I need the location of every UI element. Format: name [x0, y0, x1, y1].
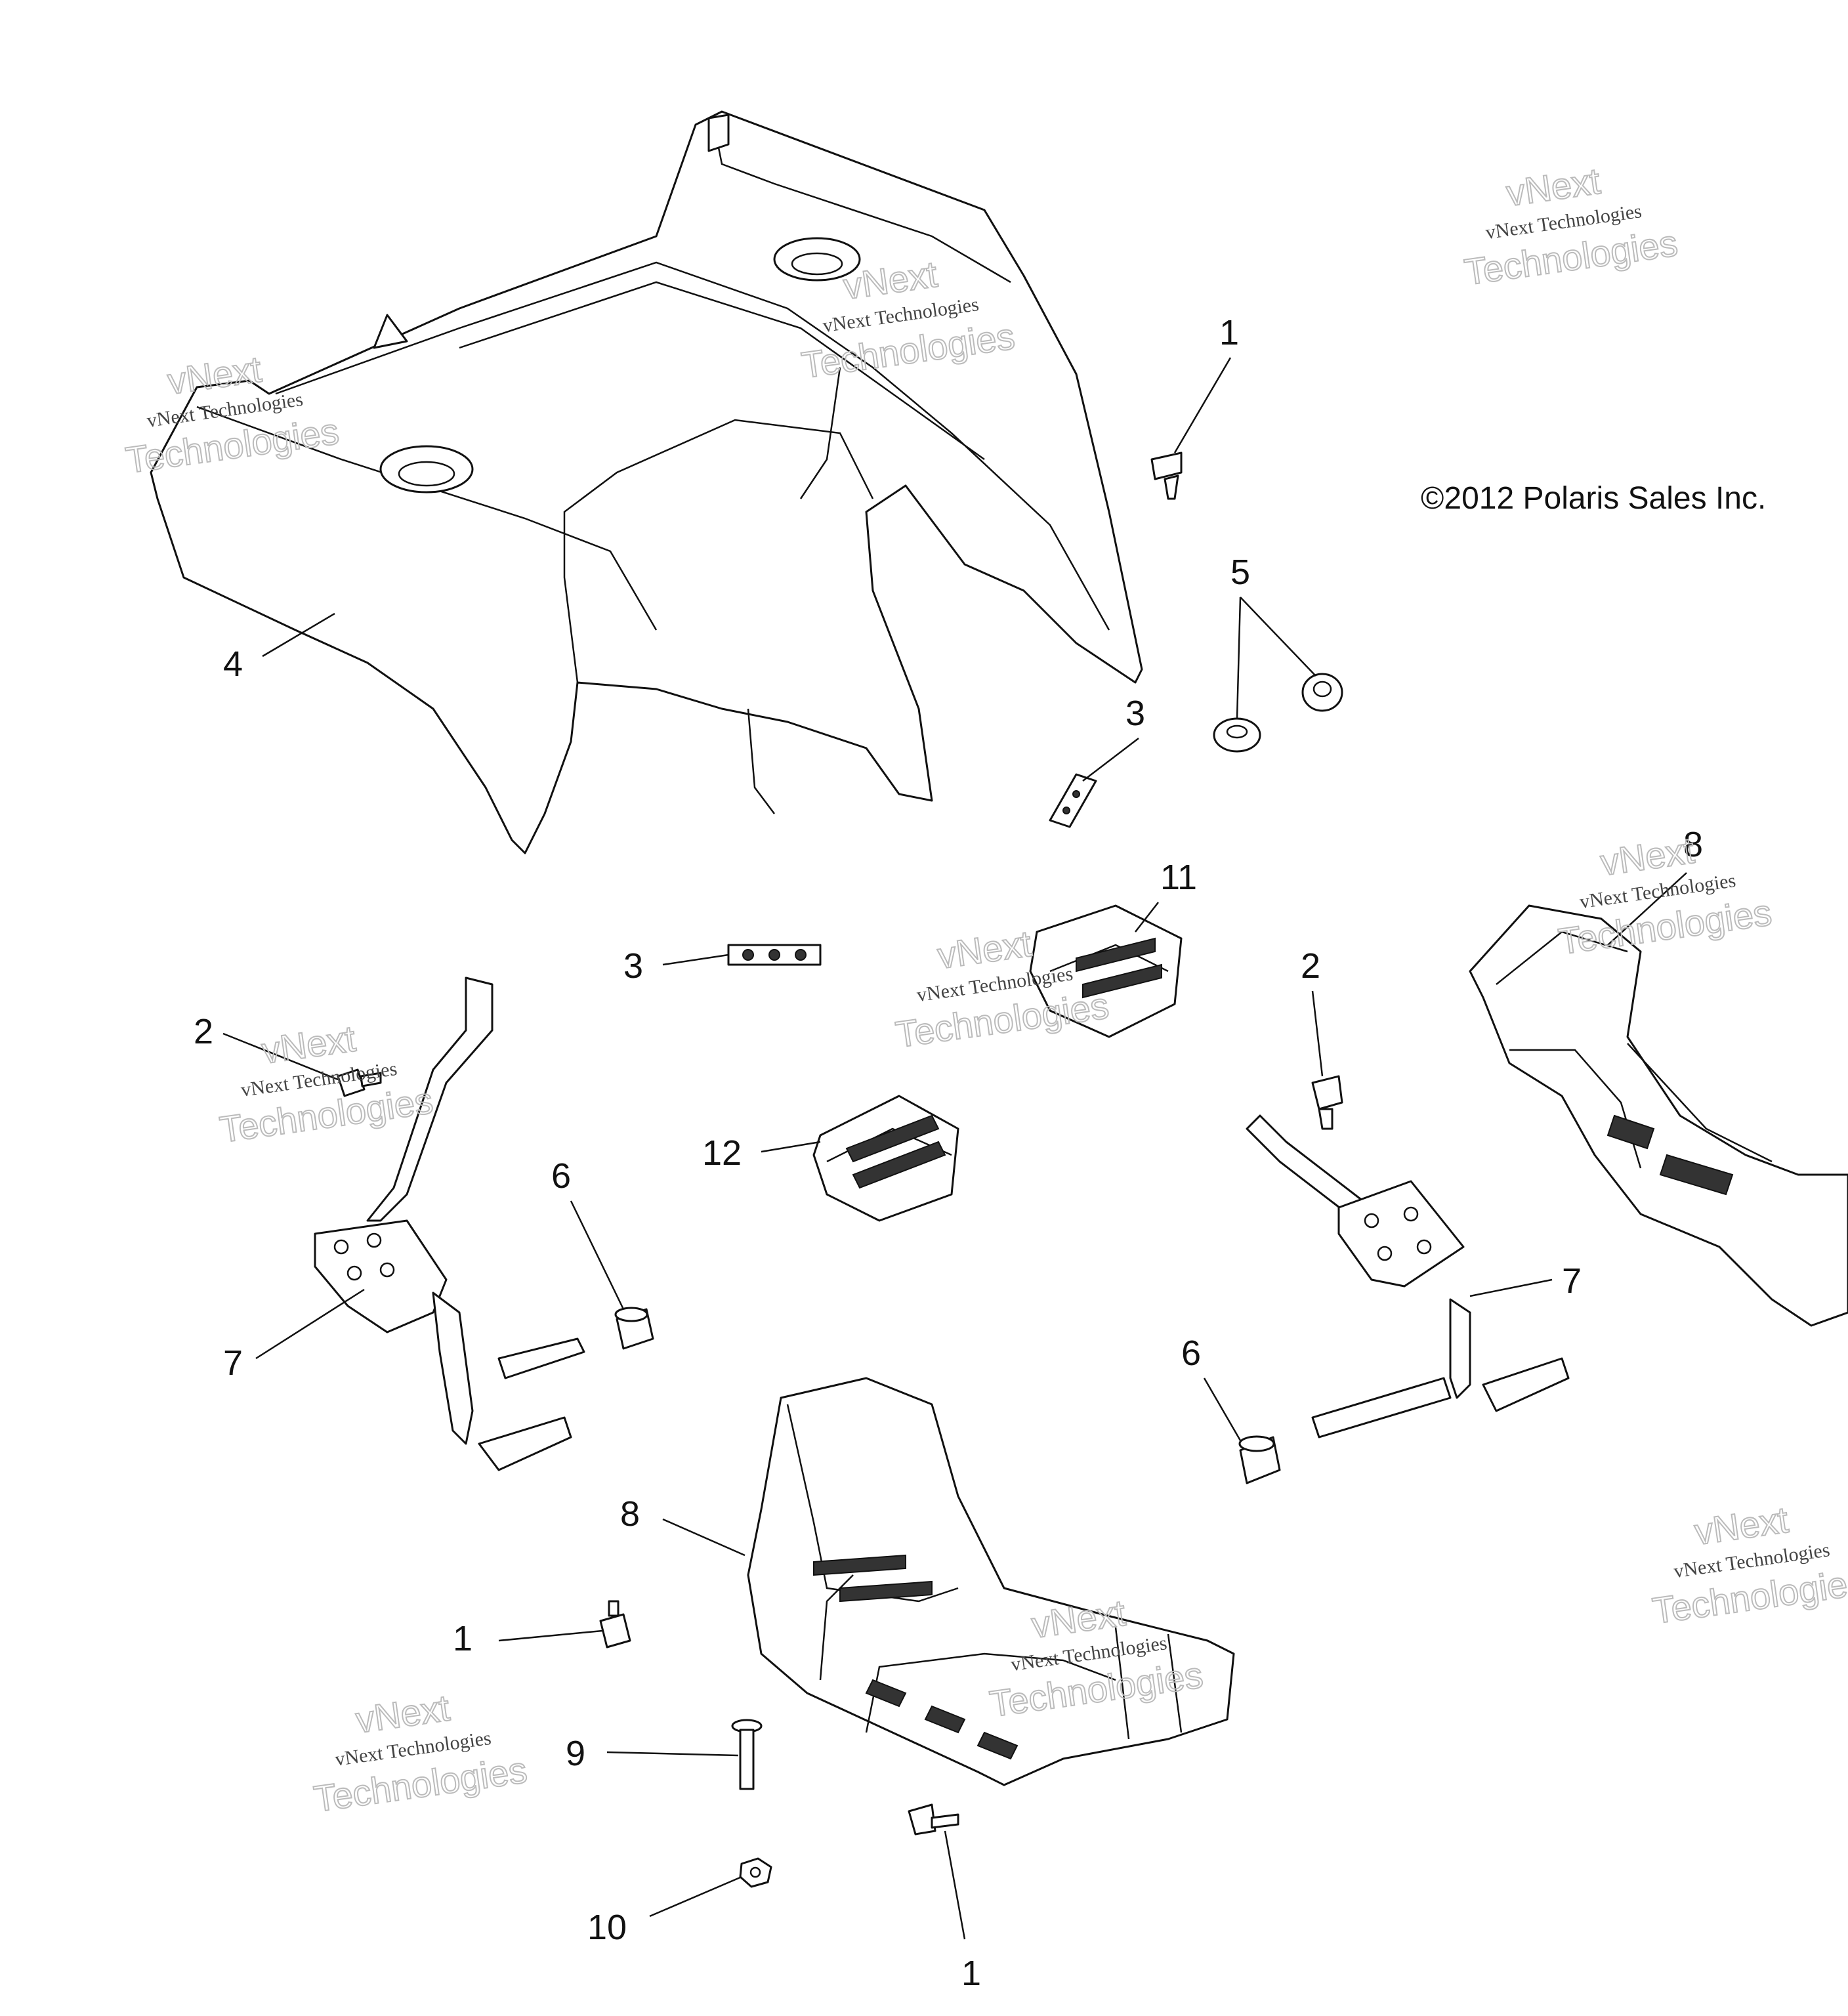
callout-1-bottom: 1: [961, 1954, 981, 1993]
part-3-connector-strip-upper: [1049, 773, 1097, 828]
part-12-control-box: [812, 1095, 959, 1222]
bushing-6-right: [1238, 1435, 1281, 1484]
svg-text:vNext: vNext: [1504, 160, 1603, 214]
callout-12: 12: [702, 1133, 742, 1173]
callout-5: 5: [1230, 553, 1250, 592]
svg-text:vNext: vNext: [1692, 1499, 1791, 1553]
svg-text:vNext: vNext: [259, 1017, 358, 1071]
callout-4: 4: [223, 644, 243, 684]
watermark-6: vNext vNext Technologies Technologies: [1555, 829, 1774, 963]
callout-1-middle: 1: [453, 1619, 472, 1658]
callout-6-right: 6: [1181, 1334, 1201, 1373]
copyright-text: ©2012 Polaris Sales Inc.: [1421, 481, 1766, 516]
callout-7-right: 7: [1562, 1261, 1582, 1301]
fastener-1-middle: [599, 1600, 631, 1648]
part-3-connector-strip-lower: [727, 944, 822, 966]
pin-9: [731, 1719, 763, 1790]
fastener-2-left: [337, 1068, 382, 1097]
fastener-2-right: [1311, 1075, 1343, 1130]
callout-2-left: 2: [194, 1012, 213, 1051]
watermark-4: vNext vNext Technologies Technologies: [217, 1017, 436, 1150]
nut-10: [739, 1857, 772, 1888]
callout-9: 9: [566, 1734, 585, 1773]
callout-6-left: 6: [551, 1156, 571, 1196]
fastener-1-top: [1150, 452, 1183, 500]
watermark-9: vNext vNext Technologies Technologies: [1649, 1498, 1848, 1632]
callout-2-right: 2: [1301, 946, 1320, 986]
callout-10: 10: [587, 1908, 627, 1947]
bushing-6-left: [614, 1307, 654, 1350]
part-footrest-bracket-right: [1246, 1114, 1570, 1438]
fastener-1-bottom: [908, 1803, 959, 1836]
callout-8-lower: 8: [620, 1494, 640, 1534]
callout-3-lower: 3: [623, 946, 643, 986]
leader-lines: [222, 357, 1687, 1940]
callout-11: 11: [1160, 858, 1197, 897]
part-rear-fender: [150, 110, 1143, 854]
watermark-3: vNext vNext Technologies Technologies: [1461, 159, 1681, 293]
callout-3-upper: 3: [1125, 694, 1145, 733]
part-footrest-bracket-left: [314, 976, 585, 1471]
callout-8-upper: 8: [1683, 825, 1703, 864]
watermark-7: vNext vNext Technologies Technologies: [310, 1686, 530, 1820]
part-footwell-right: [1469, 904, 1848, 1327]
callout-labels: 1 5 3 4 8 11 3 2 2 12 6 7 7 6 8 1 9 10 1: [194, 313, 1703, 1993]
part-footwell-lower: [747, 1377, 1235, 1786]
callout-1-top: 1: [1219, 313, 1239, 352]
washer-5-right: [1301, 673, 1343, 712]
svg-text:vNext: vNext: [935, 923, 1034, 976]
part-11-control-box: [1029, 904, 1183, 1038]
callout-7-left: 7: [223, 1343, 243, 1383]
washer-5-left: [1213, 717, 1261, 753]
svg-text:vNext: vNext: [353, 1687, 452, 1740]
svg-text:vNext: vNext: [1598, 830, 1697, 883]
